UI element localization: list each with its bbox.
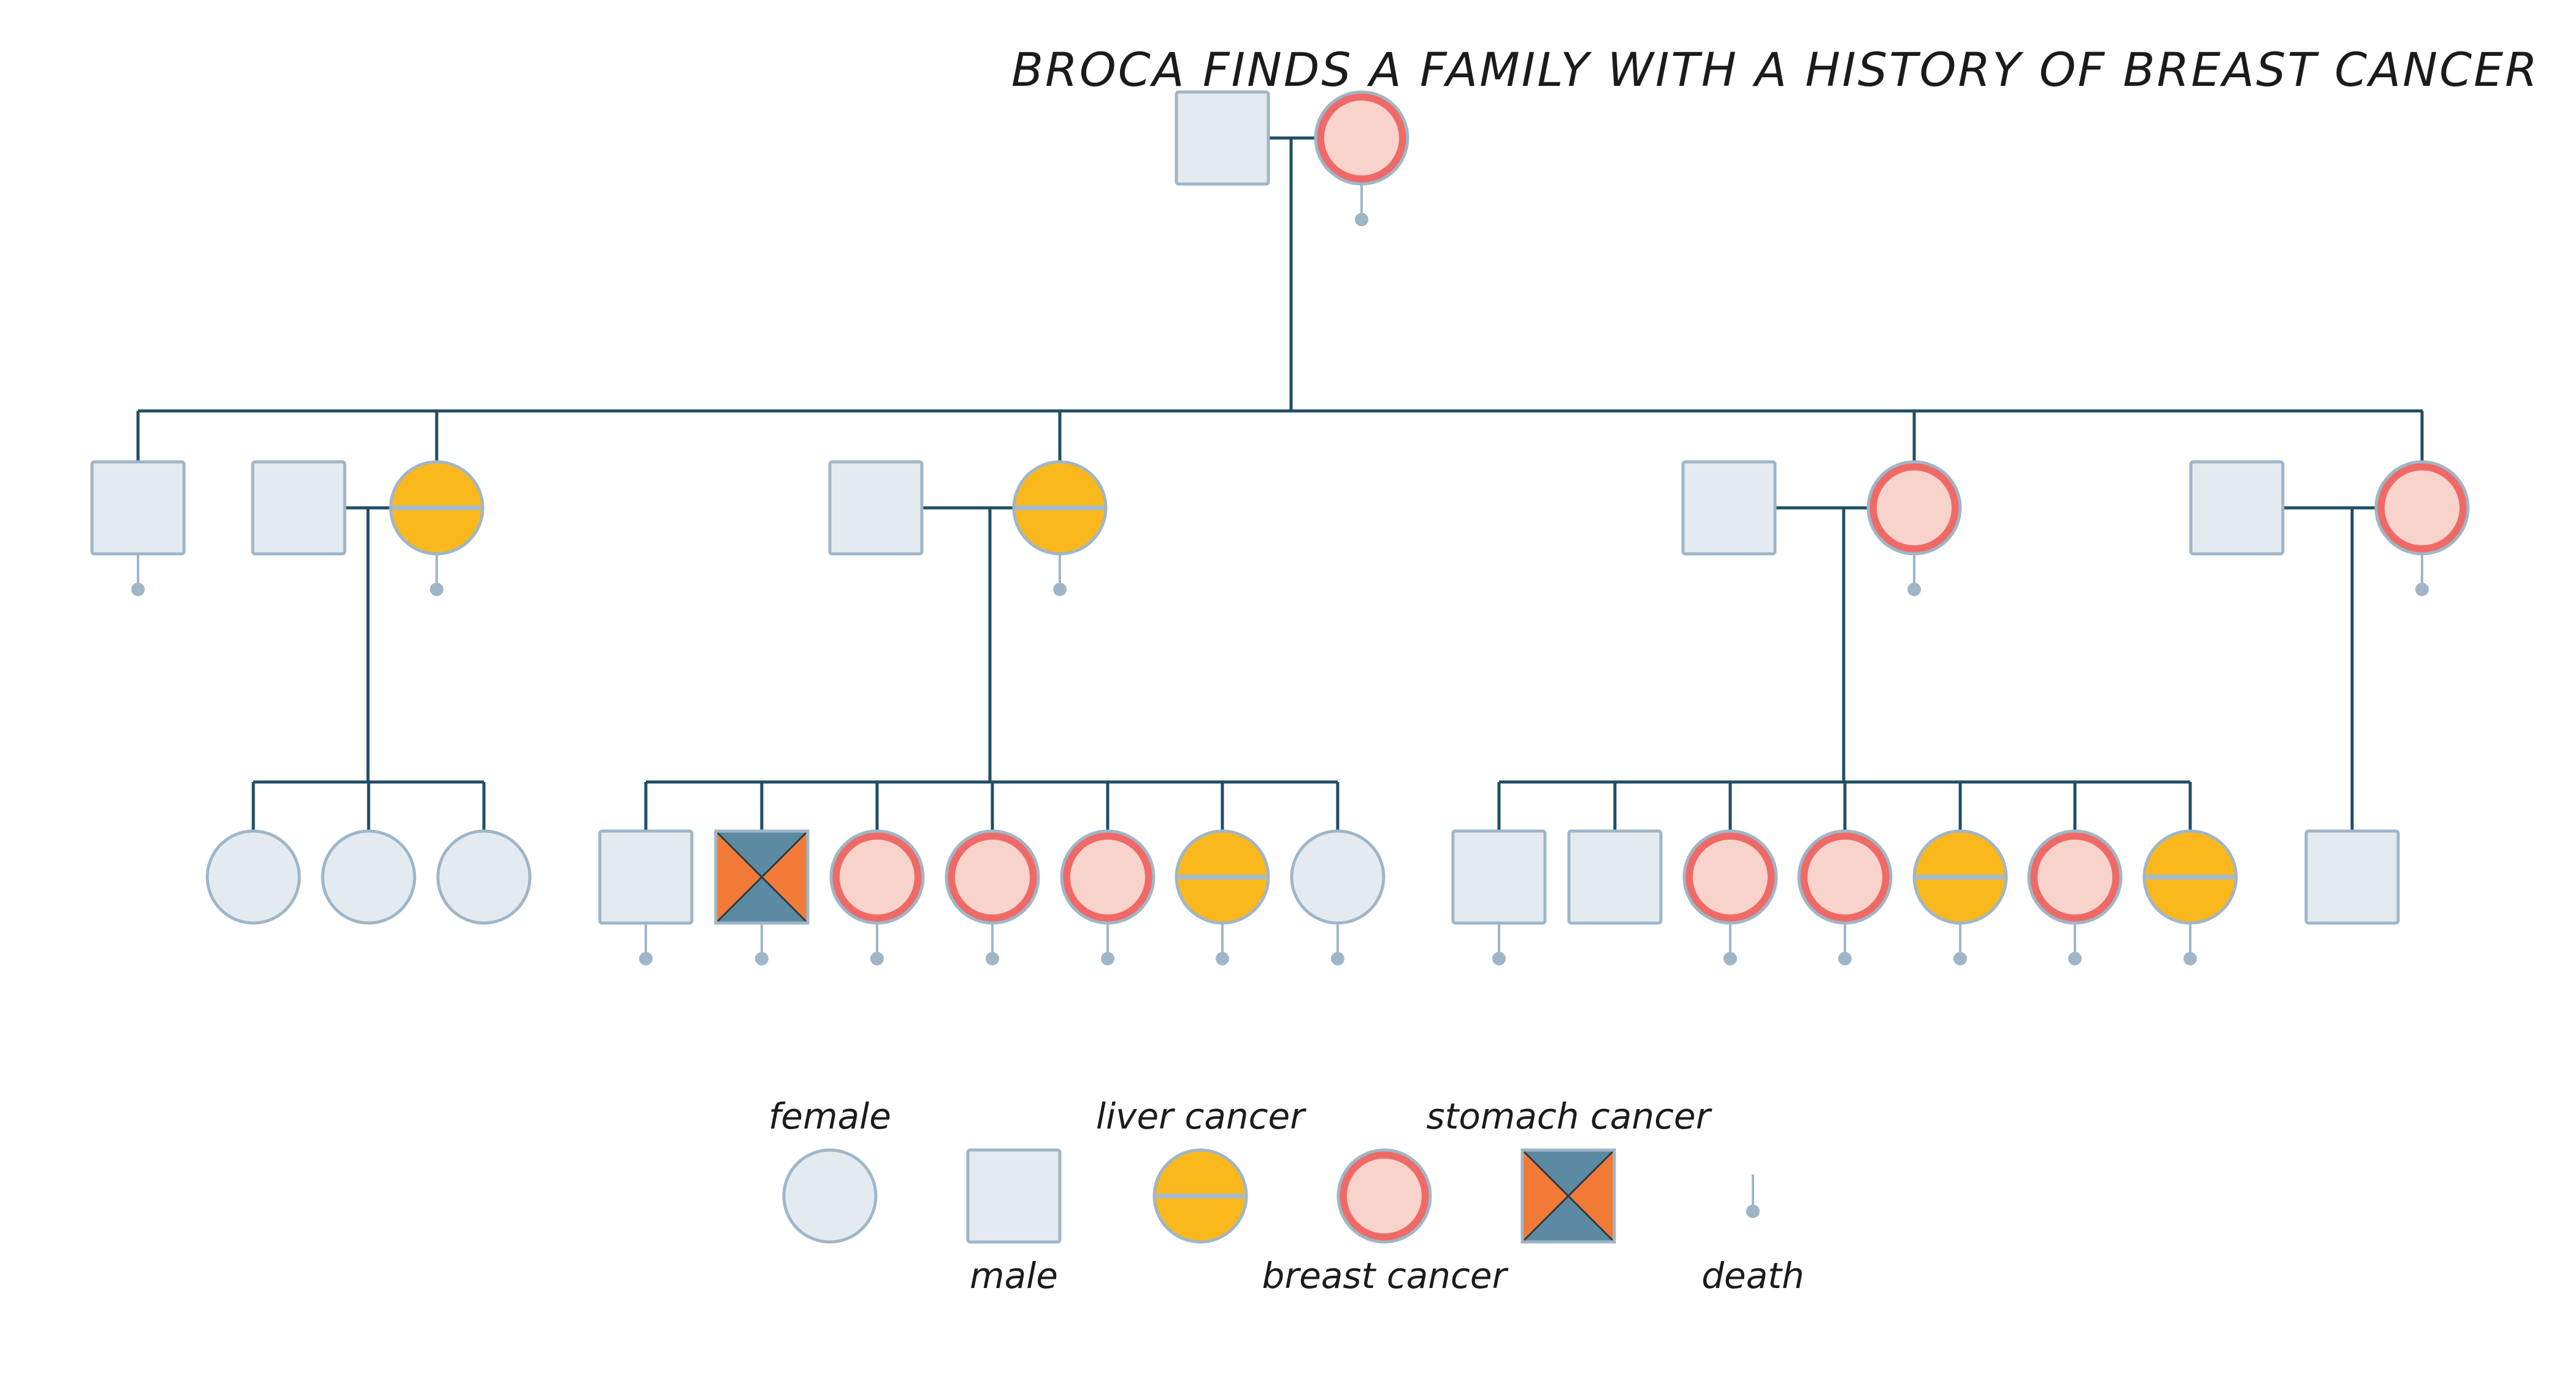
death-dot — [131, 583, 145, 596]
square-outline — [1520, 1148, 1616, 1244]
g3-family-3-child-6-breast-cancer — [2027, 829, 2123, 965]
death-dot — [1355, 213, 1368, 226]
death-dot — [1838, 952, 1852, 965]
male-square — [966, 1148, 1062, 1244]
death-dot — [1492, 952, 1506, 965]
g3-family-1-child-2-unaffected — [321, 829, 416, 925]
legend-label-stomach-cancer: stomach cancer — [1426, 1095, 1712, 1137]
diagram-title: BROCA FINDS A FAMILY WITH A HISTORY OF B… — [1011, 42, 2539, 97]
stomach-diagonal-2 — [1521, 1149, 1616, 1243]
stomach-triangle-left — [1522, 1150, 1568, 1242]
death-dot — [1331, 952, 1344, 965]
breast-cancer-core — [2037, 840, 2112, 914]
male-square — [1681, 460, 1777, 556]
male-square — [251, 460, 347, 556]
g3-family-2-child-2-stomach-cancer — [714, 829, 810, 965]
g3-family-2-child-7-unaffected — [1290, 829, 1386, 965]
male-square — [2304, 829, 2400, 925]
death-dot — [1216, 952, 1229, 965]
g2-spouse-3 — [828, 460, 924, 556]
death-dot — [1953, 952, 1967, 965]
g2-member-3-liver-cancer — [1012, 460, 1108, 596]
death-dot — [1723, 952, 1737, 965]
legend-label-female: female — [769, 1095, 891, 1137]
legend — [782, 1148, 1760, 1244]
g3-family-3-child-5-liver-cancer — [1912, 829, 2008, 965]
g2-spouse-5 — [2189, 460, 2285, 556]
g3-family-1-child-1-unaffected — [205, 829, 301, 925]
death-dot — [639, 952, 653, 965]
death-dot — [1053, 583, 1067, 596]
legend-label-male: male — [970, 1255, 1058, 1297]
male-square — [1175, 90, 1270, 186]
stomach-triangle-right — [1568, 1150, 1614, 1242]
female-circle — [782, 1148, 878, 1244]
g3-family-3-child-3-breast-cancer — [1682, 829, 1778, 965]
g3-family-2-child-1-unaffected — [598, 829, 694, 965]
g3-family-1-child-3-unaffected — [436, 829, 532, 925]
g3-family-3-child-7-liver-cancer — [2142, 829, 2238, 965]
legend-label-death: death — [1701, 1255, 1804, 1297]
breast-cancer-core — [955, 840, 1030, 914]
breast-cancer-core — [1347, 1159, 1422, 1233]
stomach-triangle-left — [716, 831, 762, 923]
female-circle — [436, 829, 532, 925]
pedigree-connectors — [136, 136, 2424, 831]
g3-family-2-child-3-breast-cancer — [829, 829, 925, 965]
death-dot — [1746, 1205, 1760, 1218]
g3-family-2-child-6-liver-cancer — [1175, 829, 1270, 965]
male-square — [1451, 829, 1547, 925]
male-square — [90, 460, 186, 556]
g2-member-1-unaffected — [90, 460, 186, 596]
breast-cancer-core — [2385, 470, 2459, 545]
stomach-diagonal-2 — [715, 830, 809, 924]
death-dot — [430, 583, 443, 596]
male-square — [2189, 460, 2285, 556]
breast-cancer-core — [1324, 101, 1399, 175]
death-dot — [2415, 583, 2429, 596]
male-square — [1567, 829, 1663, 925]
breast-cancer-core — [1693, 840, 1768, 914]
female-circle — [1290, 829, 1386, 925]
legend-label-breast-cancer: breast cancer — [1262, 1255, 1509, 1297]
pedigree-members — [90, 90, 2470, 965]
death-dot — [2183, 952, 2197, 965]
female-circle — [321, 829, 416, 925]
g3-family-3-child-4-breast-cancer — [1797, 829, 1893, 965]
death-dot — [870, 952, 884, 965]
g2-member-2-liver-cancer — [389, 460, 485, 596]
male-square — [598, 829, 694, 925]
g3-family-3-child-1-unaffected — [1451, 829, 1547, 965]
g2-member-5-breast-cancer — [2374, 460, 2470, 596]
legend-label-liver-cancer: liver cancer — [1096, 1095, 1306, 1137]
breast-cancer-core — [840, 840, 914, 914]
death-dot — [1907, 583, 1921, 596]
male-square — [828, 460, 924, 556]
g1-member-1-unaffected — [1175, 90, 1270, 186]
g3-family-4-child-1-unaffected — [2304, 829, 2400, 925]
legend-death-symbol — [1746, 1175, 1760, 1218]
legend-stomach-cancer-symbol — [1520, 1148, 1616, 1244]
death-dot — [2068, 952, 2082, 965]
legend-breast-cancer-symbol — [1336, 1148, 1432, 1244]
g1-member-2-breast-cancer — [1314, 90, 1409, 226]
g3-family-2-child-4-breast-cancer — [945, 829, 1040, 965]
female-circle — [205, 829, 301, 925]
breast-cancer-core — [1807, 840, 1882, 914]
legend-male-symbol — [966, 1148, 1062, 1244]
g2-spouse-2 — [251, 460, 347, 556]
stomach-triangle-right — [762, 831, 808, 923]
g3-family-3-child-2-unaffected — [1567, 829, 1663, 925]
breast-cancer-core — [1070, 840, 1145, 914]
g3-family-2-child-5-breast-cancer — [1060, 829, 1156, 965]
legend-liver-cancer-symbol — [1152, 1148, 1248, 1244]
breast-cancer-core — [1877, 470, 1952, 545]
g2-member-4-breast-cancer — [1866, 460, 1962, 596]
legend-female-symbol — [782, 1148, 878, 1244]
death-dot — [1101, 952, 1114, 965]
death-dot — [986, 952, 999, 965]
death-dot — [755, 952, 769, 965]
g2-spouse-4 — [1681, 460, 1777, 556]
